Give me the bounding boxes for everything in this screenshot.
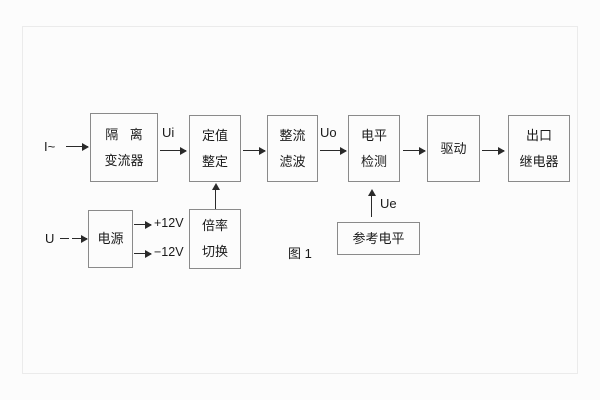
current-input-arrow (66, 142, 89, 151)
uo-label: Uo (320, 125, 337, 140)
block-drive-line-1: 驱动 (440, 140, 467, 156)
drive-to-output-relay-arrow (482, 146, 505, 155)
ui-label: Ui (162, 125, 175, 140)
level-detect-to-drive-arrow (403, 146, 426, 155)
ue-arrow (367, 189, 376, 217)
block-rectify-filter-line-2: 滤波 (279, 153, 306, 169)
block-setting-line-2: 整定 (201, 153, 228, 169)
block-setting: 定值 整定 (189, 115, 241, 182)
block-drive: 驱动 (427, 115, 480, 182)
block-rectify-filter: 整流 滤波 (267, 115, 318, 182)
block-reference-level-line-1: 参考电平 (352, 230, 405, 246)
block-level-detect-line-1: 电平 (360, 127, 387, 143)
ue-label: Ue (380, 196, 397, 211)
rail-negative-arrow (134, 249, 152, 258)
rail-positive-label: +12V (154, 216, 184, 230)
block-output-relay-line-2: 继电器 (519, 153, 559, 169)
rail-positive-arrow (134, 220, 152, 229)
block-multiplier-line-1: 倍率 (201, 218, 228, 234)
block-level-detect: 电平 检测 (348, 115, 400, 182)
block-level-detect-line-2: 检测 (360, 153, 387, 169)
voltage-input-dash (60, 238, 69, 239)
figure-caption: 图 1 (288, 246, 312, 261)
current-input-label: I~ (44, 139, 56, 154)
ui-arrow (160, 146, 187, 155)
block-output-relay-line-1: 出口 (525, 127, 552, 143)
block-multiplier: 倍率 切换 (189, 209, 241, 269)
block-rectify-filter-line-1: 整流 (279, 127, 306, 143)
block-multiplier-line-2: 切换 (201, 244, 228, 259)
block-isolation-ct: 隔 离 变流器 (90, 113, 158, 182)
multiplier-to-setting-arrow (211, 183, 220, 209)
block-power-supply: 电源 (88, 210, 133, 268)
block-isolation-ct-line-2: 变流器 (104, 152, 144, 168)
block-reference-level: 参考电平 (337, 222, 420, 255)
voltage-input-arrow (72, 234, 88, 243)
setting-to-rectify-arrow (243, 146, 266, 155)
block-isolation-ct-line-1: 隔 离 (105, 126, 147, 142)
block-setting-line-1: 定值 (201, 127, 228, 143)
uo-arrow (320, 146, 347, 155)
diagram-frame (22, 26, 578, 374)
voltage-input-label: U (45, 231, 55, 246)
block-power-supply-line-1: 电源 (97, 231, 124, 247)
rail-negative-label: −12V (154, 245, 184, 259)
block-output-relay: 出口 继电器 (508, 115, 570, 182)
